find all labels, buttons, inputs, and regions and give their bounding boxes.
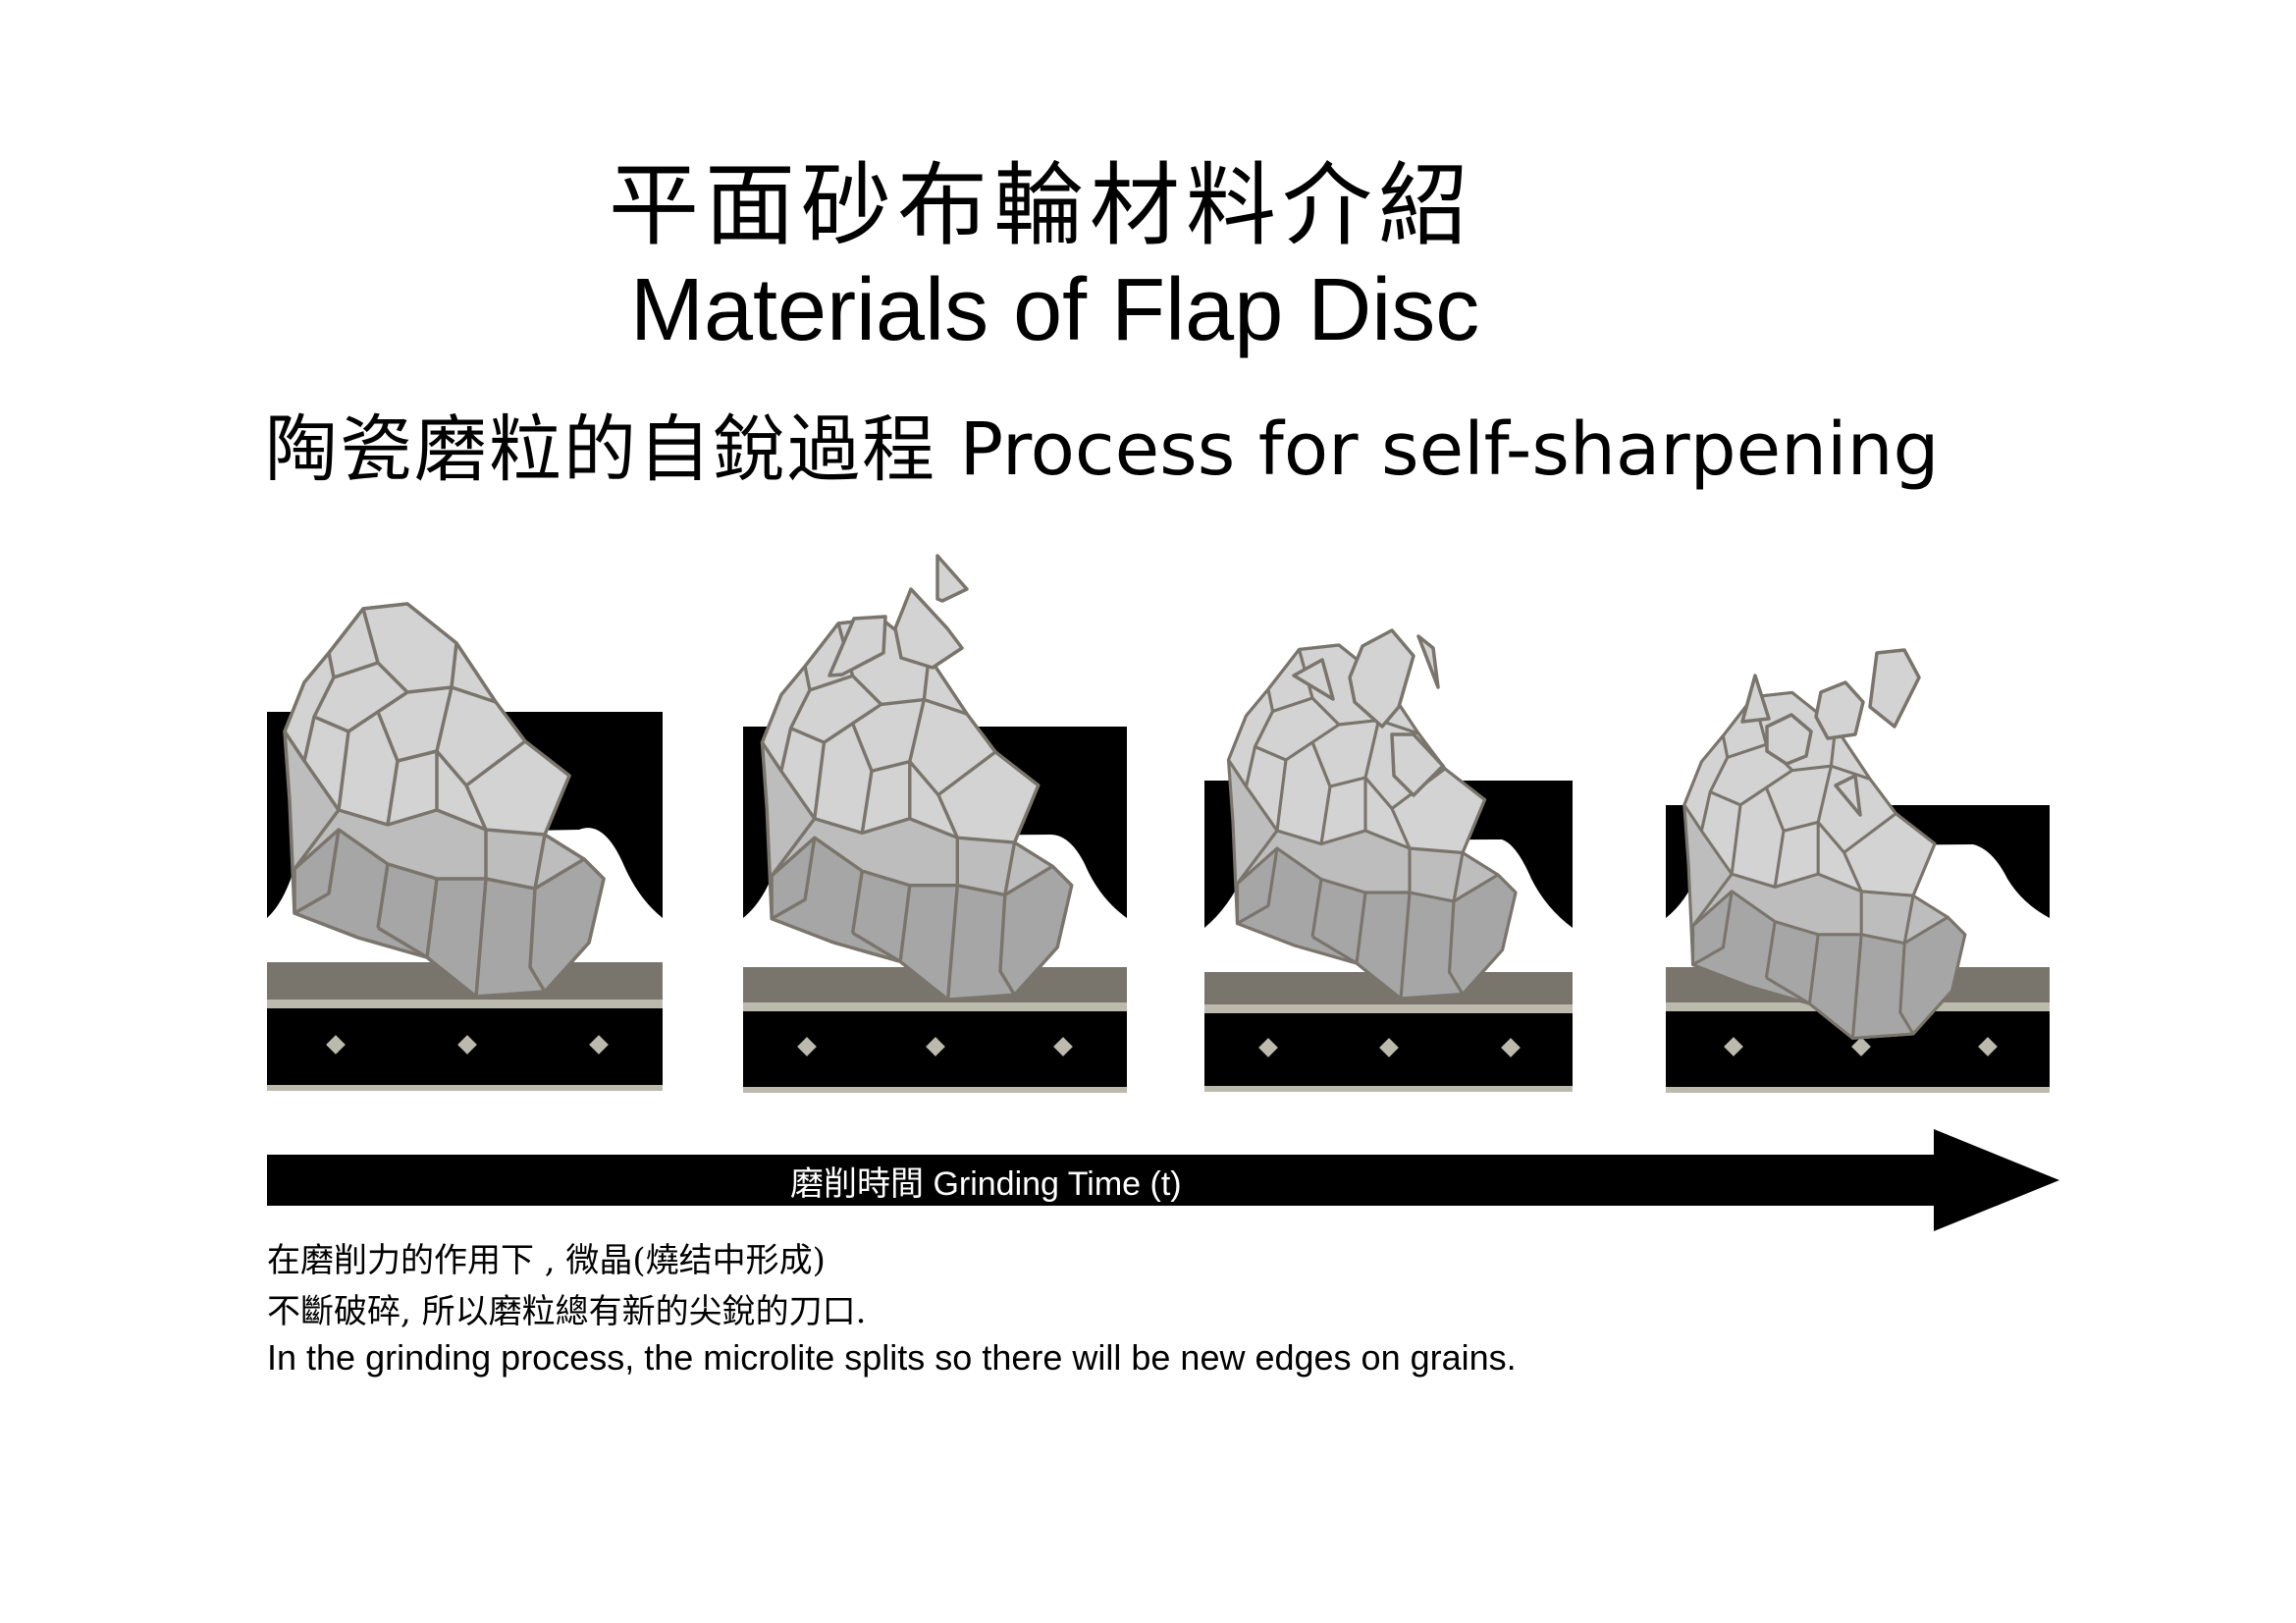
title-chinese: 平面砂布輪材料介紹 — [609, 153, 1475, 258]
caption-english: In the grinding process, the microlite s… — [267, 1337, 1517, 1378]
stage-2 — [743, 554, 1127, 1093]
flying-fragments — [828, 554, 969, 677]
flying-fragments — [1740, 648, 1921, 817]
flying-fragments — [1292, 628, 1445, 797]
caption-chinese-line-1: 在磨削力的作用下 , 微晶(燒结中形成) — [267, 1241, 826, 1280]
diamond-marks — [1258, 1038, 1521, 1057]
title-english: Materials of Flap Disc — [630, 261, 1480, 359]
stage-1 — [267, 602, 663, 1091]
backing-bottom-stripe — [1204, 1086, 1573, 1092]
diamond-marks — [1724, 1037, 1998, 1056]
backing-bottom-stripe — [267, 1085, 663, 1091]
subtitle: 陶瓷磨粒的自銳過程 Process for self-sharpening — [265, 391, 1939, 496]
diamond-marks — [797, 1037, 1073, 1056]
subtitle-english: Process for self-sharpening — [959, 407, 1940, 492]
stage-3 — [1204, 628, 1573, 1092]
time-arrow — [267, 1129, 2059, 1231]
backing-stripe — [743, 1002, 1127, 1011]
diamond-marks — [326, 1035, 609, 1055]
time-arrow-label: 磨削時間 Grinding Time (t) — [790, 1165, 1182, 1203]
stage-4 — [1666, 648, 2050, 1093]
backing-bottom-stripe — [743, 1087, 1127, 1093]
backing-stripe — [1204, 1004, 1573, 1013]
backing-stripe — [267, 1000, 663, 1008]
abrasive-grain — [760, 617, 1074, 1001]
backing-bottom-stripe — [1666, 1087, 2050, 1093]
abrasive-grain — [283, 602, 606, 999]
caption-chinese-line-2: 不斷破碎, 所以磨粒總有新的尖銳的刀口. — [267, 1292, 867, 1331]
subtitle-chinese: 陶瓷磨粒的自銳過程 — [265, 407, 936, 492]
